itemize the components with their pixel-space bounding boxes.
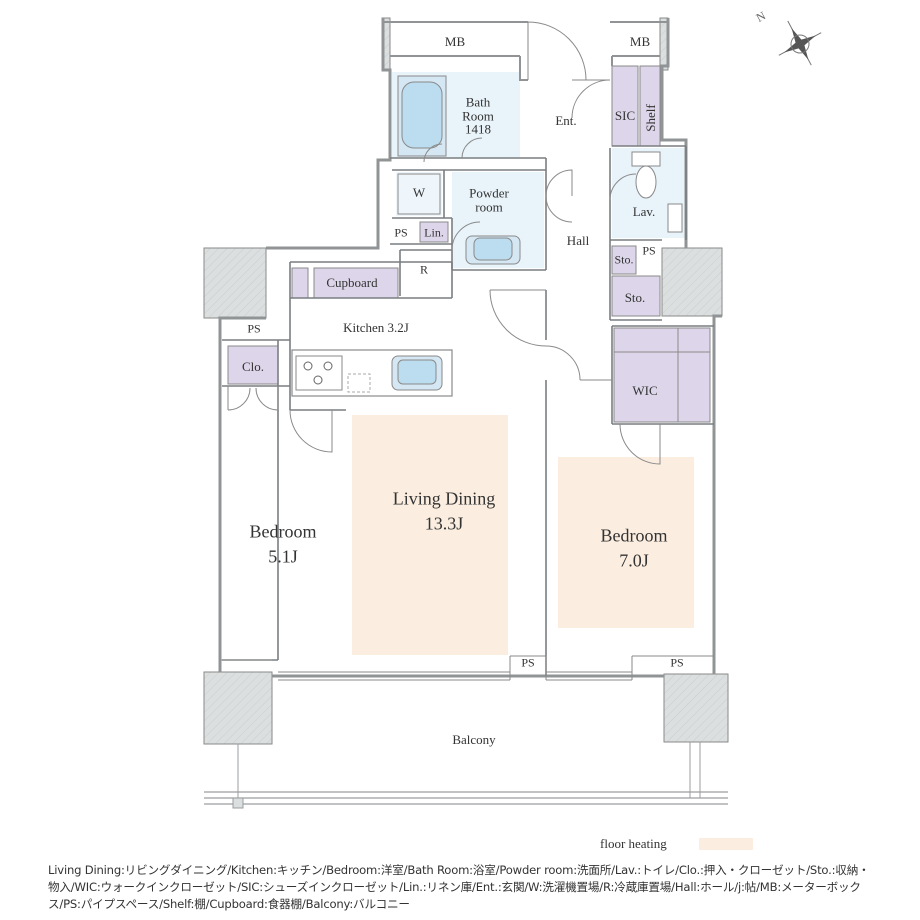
balcony-label: Balcony xyxy=(452,732,496,748)
storage-2-label: Sto. xyxy=(624,290,646,306)
cupboard-side-area xyxy=(291,267,309,299)
entrance-label: Ent. xyxy=(555,113,577,129)
cupboard-label: Cupboard xyxy=(326,275,378,291)
storage-1-label: Sto. xyxy=(614,252,634,267)
powder-room-label: Powder room xyxy=(469,185,509,214)
washer-label: W xyxy=(412,185,426,201)
washer-box xyxy=(397,173,441,215)
washer-area xyxy=(396,172,442,216)
bath-room-label: Bath Room 1418 xyxy=(462,94,494,137)
refrigerator-label: R xyxy=(419,262,429,277)
shelf-label: Shelf xyxy=(643,104,659,132)
ps-left-label: PS xyxy=(247,321,261,336)
column-left-upper xyxy=(203,247,267,319)
column-right-lower xyxy=(663,673,729,743)
linen-area xyxy=(419,221,449,243)
toilet xyxy=(631,151,683,233)
vanity xyxy=(465,235,521,265)
wic-area xyxy=(613,327,711,423)
kitchen-label: Kitchen 3.2J xyxy=(343,320,409,336)
sic-area xyxy=(611,65,639,147)
column-right-upper xyxy=(661,247,723,317)
cupboard-area xyxy=(313,267,399,299)
floor-heating-living xyxy=(352,415,508,655)
linen-label: Lin. xyxy=(424,225,444,240)
living-dining-label: Living Dining xyxy=(392,488,496,509)
bedroom-right-label: Bedroom xyxy=(600,525,668,546)
ps-hall-label: PS xyxy=(642,243,656,258)
ps-bath-label: PS xyxy=(394,225,408,240)
mb-left-label: MB xyxy=(444,34,466,50)
bathtub xyxy=(397,75,447,157)
ps-right-label: PS xyxy=(670,655,684,670)
floor-heating-bedroom xyxy=(558,457,694,628)
hall-label: Hall xyxy=(566,233,590,249)
footnote: Living Dining:リビングダイニング/Kitchen:キッチン/Bed… xyxy=(48,863,870,911)
bedroom-left-size: 5.1J xyxy=(268,546,298,567)
ps-center-label: PS xyxy=(521,655,535,670)
mb-right-label: MB xyxy=(629,34,651,50)
legend-swatch xyxy=(699,838,753,850)
windows xyxy=(220,655,714,681)
legend-label: floor heating xyxy=(600,836,667,851)
sic-label: SIC xyxy=(614,108,636,124)
bedroom-right-size: 7.0J xyxy=(619,550,649,571)
closet-label: Clo. xyxy=(241,359,265,375)
column-left-lower xyxy=(203,671,273,745)
storage-2-area xyxy=(611,275,661,317)
living-dining-size: 13.3J xyxy=(424,513,464,534)
lavatory-label: Lav. xyxy=(632,204,656,220)
compass-icon xyxy=(778,20,822,66)
balcony-railing xyxy=(204,742,728,809)
storage-1-area xyxy=(611,245,637,275)
exterior-walls xyxy=(218,18,722,678)
top-walls xyxy=(383,21,668,81)
door-swings xyxy=(227,21,661,465)
wic-label: WIC xyxy=(632,383,658,399)
kitchen-counter xyxy=(291,349,453,397)
bedroom-left-label: Bedroom xyxy=(249,521,317,542)
closet-area xyxy=(227,345,279,385)
